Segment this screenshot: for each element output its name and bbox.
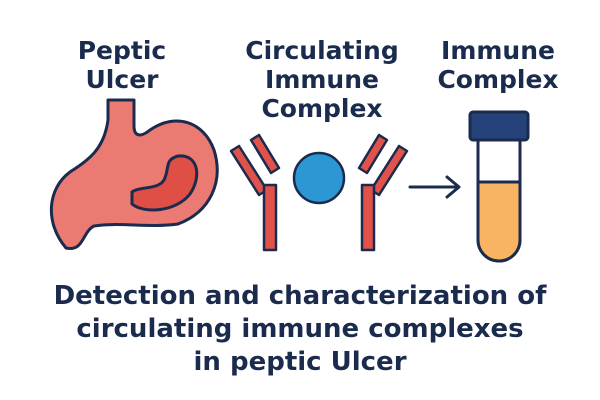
title-line-2: circulating immune complexes bbox=[76, 314, 524, 344]
immune-complex-label: Immune Complex bbox=[418, 36, 578, 94]
peptic-ulcer-label-line-1: Peptic bbox=[77, 36, 167, 65]
antibody-icon bbox=[357, 133, 409, 252]
antigen-circle-icon bbox=[292, 151, 346, 205]
antibody-icon bbox=[229, 133, 281, 252]
peptic-ulcer-label: Peptic Ulcer bbox=[52, 36, 192, 94]
cic-label-line-3: Complex bbox=[261, 94, 383, 123]
cic-label-line-2: Immune bbox=[265, 65, 379, 94]
stomach-icon bbox=[50, 98, 219, 250]
cic-label-line-1: Circulating bbox=[245, 36, 399, 65]
title-line-3: in peptic Ulcer bbox=[193, 347, 407, 377]
ic-label-line-1: Immune bbox=[441, 36, 555, 65]
ic-label-line-2: Complex bbox=[437, 65, 559, 94]
test-tube-icon bbox=[468, 110, 530, 263]
circulating-immune-complex-label: Circulating Immune Complex bbox=[232, 36, 412, 123]
arrow-right-icon bbox=[408, 175, 461, 199]
title-line-1: Detection and characterization of bbox=[53, 281, 547, 311]
diagram-title: Detection and characterization of circul… bbox=[10, 280, 590, 379]
peptic-ulcer-label-line-2: Ulcer bbox=[85, 65, 159, 94]
